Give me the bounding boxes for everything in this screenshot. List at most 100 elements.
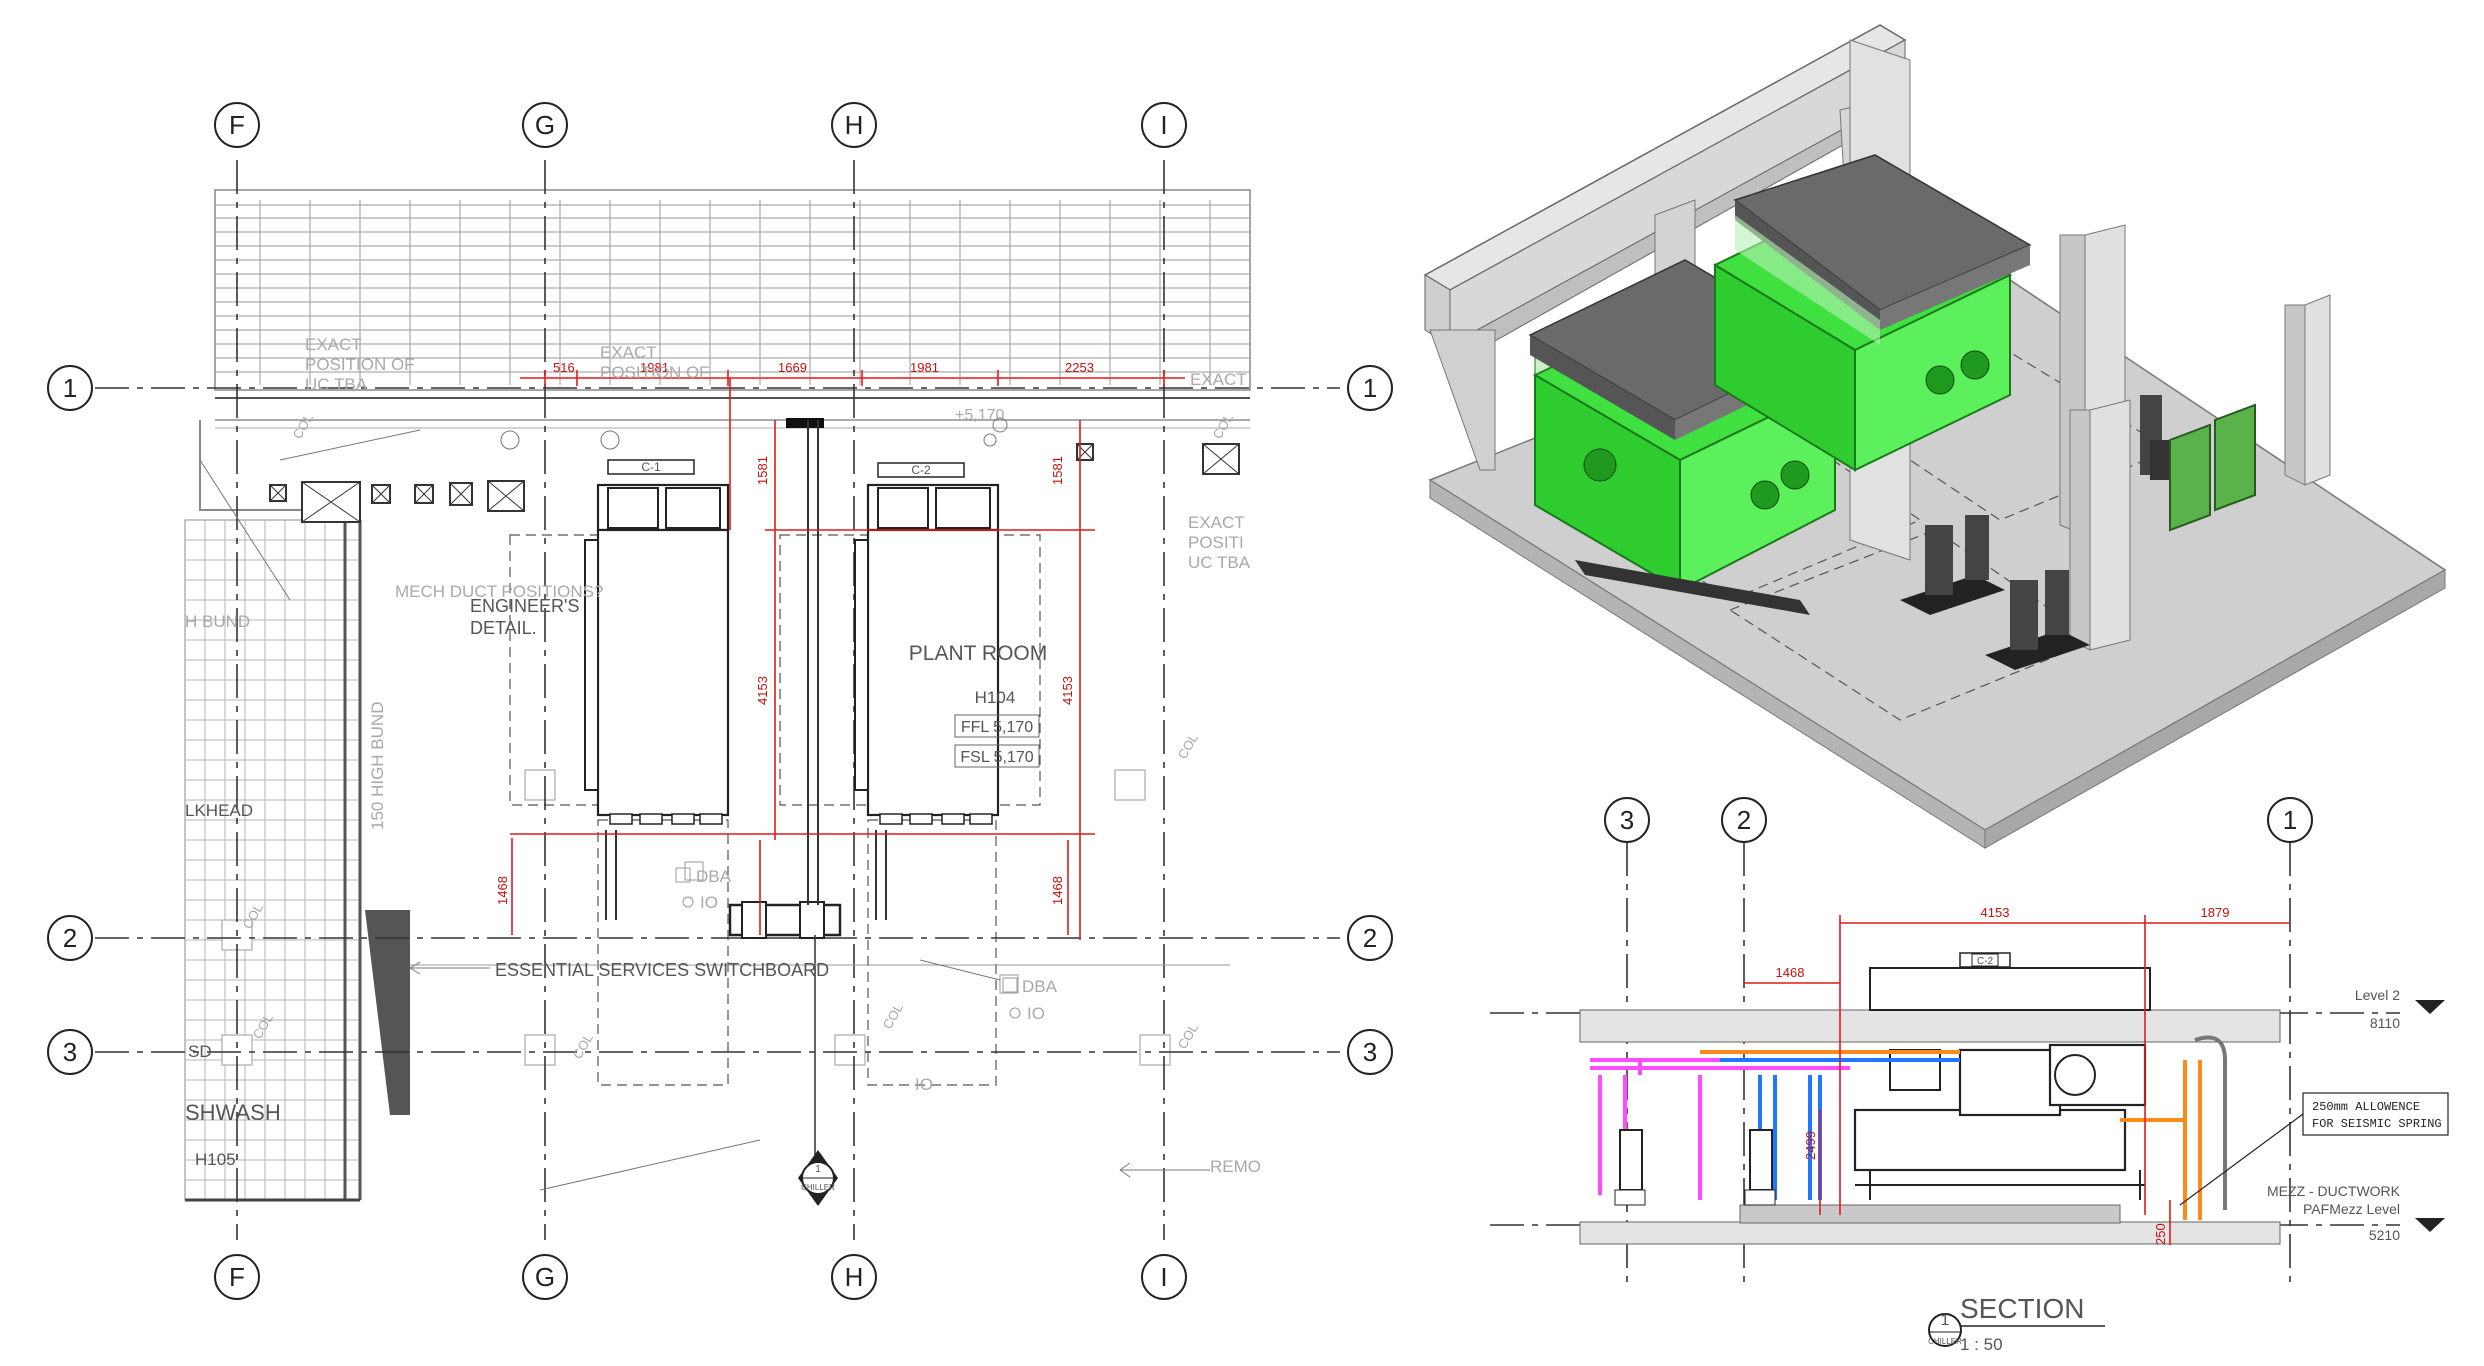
section-dim-1: 1879: [2201, 905, 2230, 920]
note-io-3: IO: [915, 1075, 933, 1094]
note-exact-right-c: POSITI: [1188, 533, 1244, 552]
ffl-box: [954, 714, 1040, 738]
grid-label-right-3: 3: [1363, 1037, 1377, 1067]
ffl-label: FFL 5,170: [961, 719, 1033, 736]
grid-bubble-bottom-i: [1141, 1254, 1187, 1300]
col-label-6: COL: [880, 1001, 906, 1032]
note-h-bund: H BUND: [185, 612, 250, 631]
chiller-tag-c1: C-1: [641, 460, 661, 474]
note-exact-right: EXACT: [1190, 370, 1247, 389]
iso-chiller-2: [1712, 154, 2032, 472]
col-label-8: COL: [1175, 731, 1201, 762]
note-exact-2: EXACT: [600, 343, 657, 362]
grid-label-right-1: 1: [1363, 373, 1377, 403]
note-exact-1b: POSITION OF: [305, 355, 415, 374]
section-grid-3: 3: [1620, 805, 1634, 835]
note-dishwash: SHWASH: [185, 1100, 281, 1125]
grid-label-left-2: 2: [63, 923, 77, 953]
note-exact-1c: UC TBA: [305, 375, 368, 394]
dba-icon: [675, 867, 691, 883]
section-marker-label: CHILLER: [801, 1183, 835, 1192]
section-grid-1: 1: [2283, 805, 2297, 835]
level-2-value: 8110: [2370, 1015, 2400, 1031]
plan-grid-lines: [95, 160, 1340, 1240]
note-exact-1: EXACT: [305, 335, 362, 354]
note-engineers-1: ENGINEER'S: [470, 596, 579, 616]
grid-label-top-h: H: [845, 110, 864, 140]
fsl-label: FSL 5,170: [960, 749, 1033, 766]
grid-bubble-bottom-f: [214, 1254, 260, 1300]
grid-bubble-bottom-g: [522, 1254, 568, 1300]
section-dim-0: 4153: [1981, 905, 2010, 920]
plan-view: F G H I F G H I 1 2 3 1 2 3: [47, 102, 1393, 1300]
section-marker-num: 1: [815, 1164, 821, 1175]
duct-squares: [269, 418, 1240, 523]
note-h105: H105: [195, 1150, 236, 1169]
room-name: PLANT ROOM: [909, 642, 1047, 665]
note-bulkhead: LKHEAD: [185, 801, 253, 820]
col-label-7: COL: [1175, 1021, 1201, 1052]
section-grid-2: 2: [1737, 805, 1751, 835]
note-dba-1: DBA: [696, 867, 732, 886]
section-title: SECTION: [1960, 1293, 2084, 1324]
dim-top-0: 516: [553, 360, 575, 375]
section-title-num: 1: [1941, 1312, 1950, 1329]
section-scale: 1 : 50: [1960, 1335, 2003, 1354]
note-plus5170: +5,170: [955, 407, 1004, 424]
grid-label-bottom-i: I: [1160, 1262, 1167, 1292]
chiller-tag-c2: C-2: [911, 463, 931, 477]
io-icon: [682, 896, 694, 908]
dim-v-1: 4153: [755, 676, 770, 705]
grid-bubble-top-f: [214, 102, 260, 148]
note-essential: ESSENTIAL SERVICES SWITCHBOARD: [495, 960, 829, 980]
note-mech-duct: MECH DUCT POSITIONS?: [395, 582, 603, 601]
section-dim-4: 250: [2153, 1223, 2168, 1245]
note-io-2: IO: [1027, 1004, 1045, 1023]
grid-bubble-top-g: [522, 102, 568, 148]
section-marker[interactable]: 1 CHILLER: [798, 1150, 838, 1206]
note-high-bund: 150 HIGH BUND: [368, 702, 387, 830]
grid-label-bottom-f: F: [229, 1262, 245, 1292]
col-label-2: COL: [1210, 411, 1236, 442]
note-remo: REMO: [1210, 1157, 1261, 1176]
note-exact-right-b: EXACT: [1188, 513, 1245, 532]
level-2-label: Level 2: [2355, 987, 2400, 1003]
grid-label-top-i: I: [1160, 110, 1167, 140]
seismic-note-box: [2302, 1092, 2449, 1136]
tiled-floor: [184, 420, 362, 1202]
columns: [221, 769, 1171, 1066]
mezz-label: MEZZ - DUCTWORK: [2267, 1183, 2401, 1199]
isometric-view: [1423, 24, 2447, 849]
section-chiller-tag: C-2: [1977, 956, 1994, 967]
chiller-c1-plan: [584, 459, 730, 920]
note-exact-2b: POSITION OF: [600, 363, 710, 382]
grid-label-top-g: G: [535, 110, 555, 140]
mezz-label-2: PAFMezz Level: [2303, 1201, 2400, 1217]
fsl-box: [954, 744, 1040, 768]
section-dim-3: 2499: [1803, 1131, 1818, 1160]
col-label-5: COL: [570, 1031, 596, 1062]
pump-plan: [728, 420, 842, 1170]
grid-bubble-top-i: [1141, 102, 1187, 148]
note-engineers-2: DETAIL.: [470, 618, 537, 638]
canopy-hatch: [214, 189, 1251, 429]
note-sd: SD: [188, 1042, 212, 1061]
note-exact-right-d: UC TBA: [1188, 553, 1251, 572]
dim-top-1: 1981: [640, 360, 669, 375]
dim-v-0: 1581: [755, 456, 770, 485]
io-icon-2: [1009, 1007, 1021, 1019]
dim-top-2: 1669: [778, 360, 807, 375]
dim-v-4: 4153: [1060, 676, 1075, 705]
note-dba-2: DBA: [1022, 977, 1058, 996]
dim-top-4: 2253: [1065, 360, 1094, 375]
dim-v-3: 1581: [1050, 456, 1065, 485]
section-title-sub: CHILLER: [1928, 1337, 1962, 1346]
section-dim-2: 1468: [1776, 965, 1805, 980]
grid-bubble-bottom-h: [831, 1254, 877, 1300]
dba-icon-2: [1002, 977, 1018, 993]
plan-grid-bubbles: F G H I F G H I 1 2 3 1 2 3: [47, 102, 1393, 1300]
grid-bubble-top-h: [831, 102, 877, 148]
note-io-1: IO: [700, 893, 718, 912]
mezz-value: 5210: [2369, 1227, 2400, 1243]
room-number: H104: [975, 688, 1016, 707]
